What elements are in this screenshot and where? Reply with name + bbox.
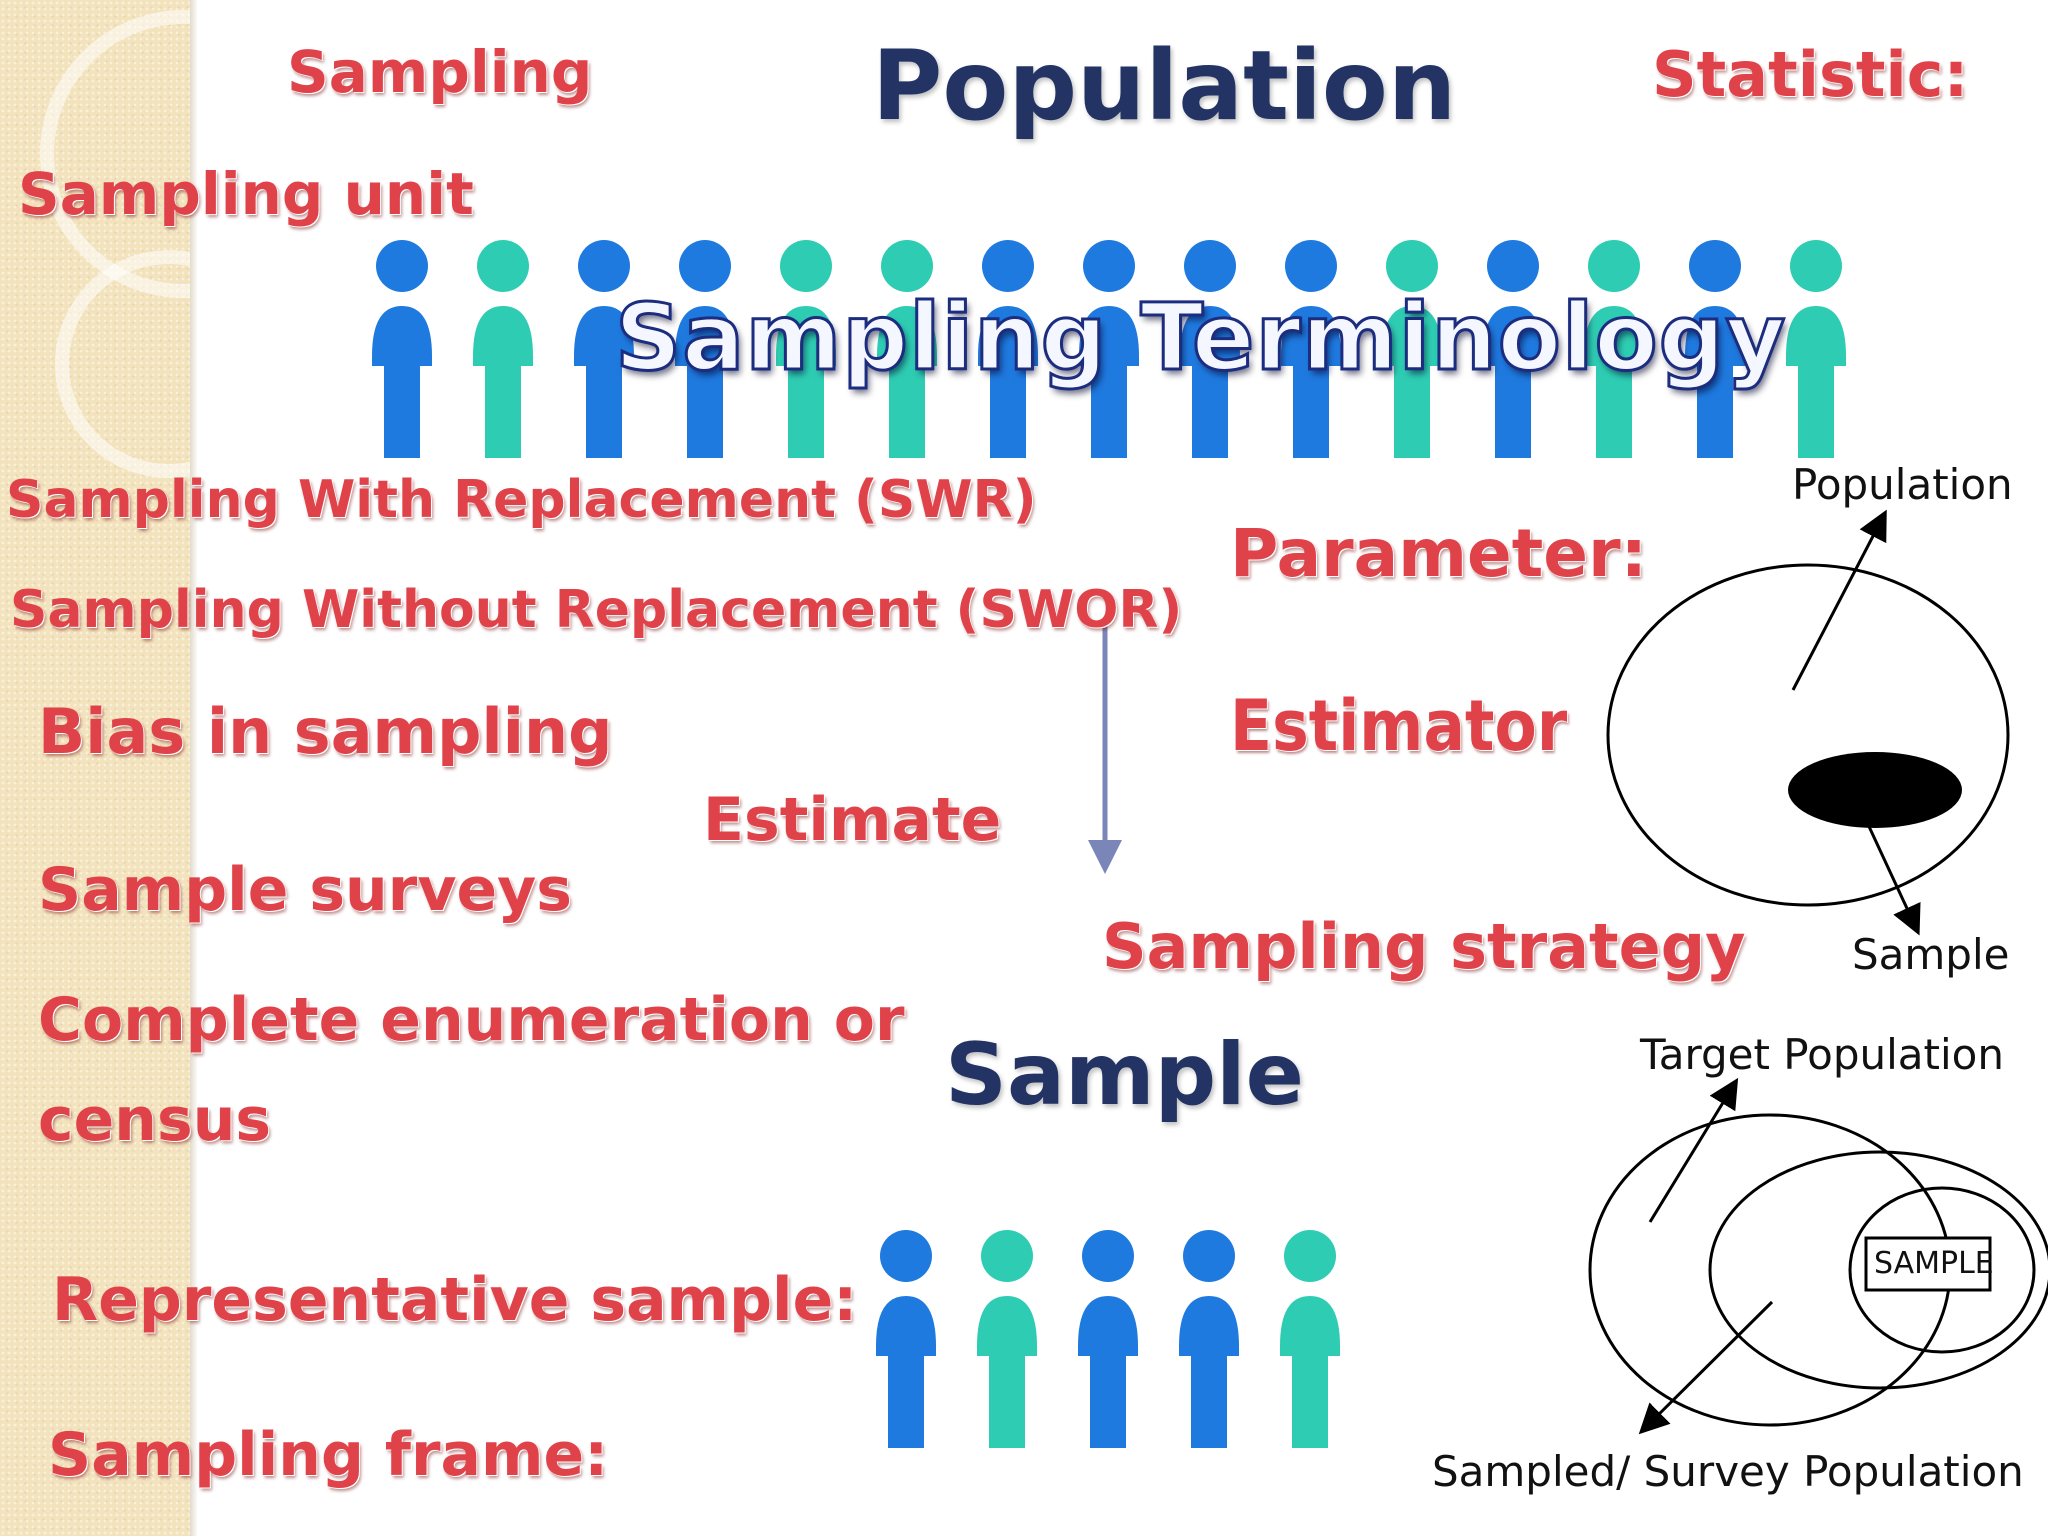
person-icon bbox=[1271, 238, 1351, 466]
person-icon bbox=[1069, 238, 1149, 466]
term-statistic: Statistic: bbox=[1652, 38, 1969, 111]
sample-heading: Sample bbox=[945, 1025, 1304, 1125]
target-population-label: Target Population bbox=[1640, 1030, 2004, 1079]
term-sampling-strategy: Sampling strategy bbox=[1102, 910, 1746, 983]
diagram-sample-label: Sample bbox=[1852, 930, 2010, 979]
person-icon bbox=[1170, 238, 1250, 466]
person-icon bbox=[1675, 238, 1755, 466]
person-icon bbox=[1776, 238, 1856, 466]
term-swr: Sampling With Replacement (SWR) bbox=[6, 470, 1037, 530]
person-icon bbox=[967, 1228, 1047, 1456]
person-icon bbox=[867, 238, 947, 466]
person-icon bbox=[766, 238, 846, 466]
term-estimator: Estimator bbox=[1230, 685, 1568, 767]
term-sampling: Sampling bbox=[287, 38, 593, 106]
term-parameter: Parameter: bbox=[1230, 515, 1648, 592]
sample-box-label: SAMPLE bbox=[1874, 1246, 1994, 1281]
person-icon bbox=[1473, 238, 1553, 466]
term-representative-sample: Representative sample: bbox=[52, 1265, 858, 1335]
term-swor: Sampling Without Replacement (SWOR) bbox=[10, 580, 1183, 640]
person-icon bbox=[564, 238, 644, 466]
population-ellipse bbox=[1606, 563, 2010, 907]
population-heading: Population bbox=[872, 30, 1457, 142]
person-icon bbox=[463, 238, 543, 466]
person-icon bbox=[1169, 1228, 1249, 1456]
term-sampling-unit: Sampling unit bbox=[18, 160, 474, 228]
arrow-head bbox=[1088, 840, 1122, 874]
slide-title: Sampling Terminology bbox=[613, 283, 1787, 393]
person-icon bbox=[665, 238, 745, 466]
target-pointer bbox=[1648, 1077, 1739, 1223]
sample-circle bbox=[1848, 1186, 2036, 1354]
term-estimate: Estimate bbox=[703, 785, 1002, 855]
person-icon bbox=[1270, 1228, 1350, 1456]
sampled-ellipse bbox=[1708, 1150, 2048, 1390]
sample-box bbox=[1864, 1236, 1992, 1292]
sample-ellipse bbox=[1788, 752, 1962, 828]
person-icon bbox=[968, 238, 1048, 466]
sampled-pointer bbox=[1638, 1300, 1774, 1435]
person-icon bbox=[1372, 238, 1452, 466]
term-sampling-frame: Sampling frame: bbox=[48, 1420, 609, 1490]
person-icon bbox=[866, 1228, 946, 1456]
decorative-sidebar bbox=[0, 0, 190, 1536]
population-pointer bbox=[1791, 509, 1887, 691]
sampled-population-label: Sampled/ Survey Population bbox=[1432, 1447, 2024, 1496]
person-icon bbox=[1574, 238, 1654, 466]
person-icon bbox=[1068, 1228, 1148, 1456]
term-bias: Bias in sampling bbox=[38, 695, 613, 768]
person-icon bbox=[362, 238, 442, 466]
term-sample-surveys: Sample surveys bbox=[38, 855, 572, 925]
diagram-population-label: Population bbox=[1792, 460, 2013, 509]
sample-pointer bbox=[1864, 819, 1921, 936]
term-census: census bbox=[38, 1085, 272, 1155]
term-complete-enumeration: Complete enumeration or bbox=[38, 985, 905, 1055]
